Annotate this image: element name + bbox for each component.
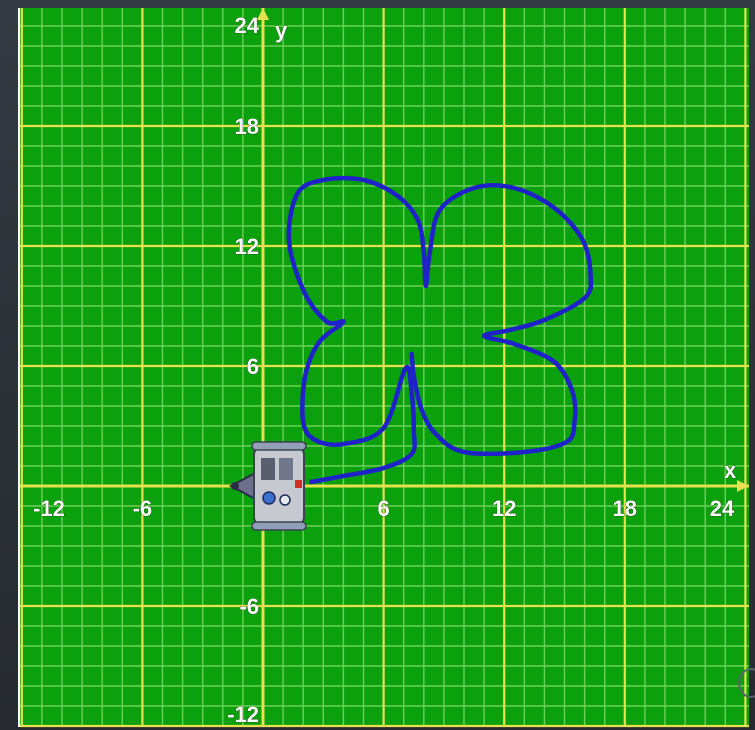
robot-sensor [263, 492, 275, 504]
x-axis-label: x [724, 458, 737, 483]
robot-panel [279, 458, 293, 480]
y-tick-label: 12 [235, 234, 259, 259]
robot-sensor [280, 495, 290, 505]
robot-top-wheel [252, 442, 306, 450]
y-tick-label: 18 [235, 114, 259, 139]
robot-led [295, 480, 302, 488]
y-tick-label: -12 [227, 702, 259, 727]
x-tick-label: 12 [492, 496, 516, 521]
x-tick-label: -12 [33, 496, 65, 521]
x-tick-label: 6 [377, 496, 389, 521]
robot-panel [261, 458, 275, 480]
x-tick-label: 24 [710, 496, 735, 521]
y-tick-label: 24 [235, 13, 260, 38]
robot-bottom-wheel [252, 522, 306, 530]
x-tick-label: 18 [613, 496, 637, 521]
y-tick-label: 6 [247, 354, 259, 379]
y-tick-label: -6 [239, 594, 259, 619]
y-axis-label: y [275, 18, 288, 43]
x-tick-label: -6 [133, 496, 153, 521]
robot-pen-point [231, 482, 239, 490]
